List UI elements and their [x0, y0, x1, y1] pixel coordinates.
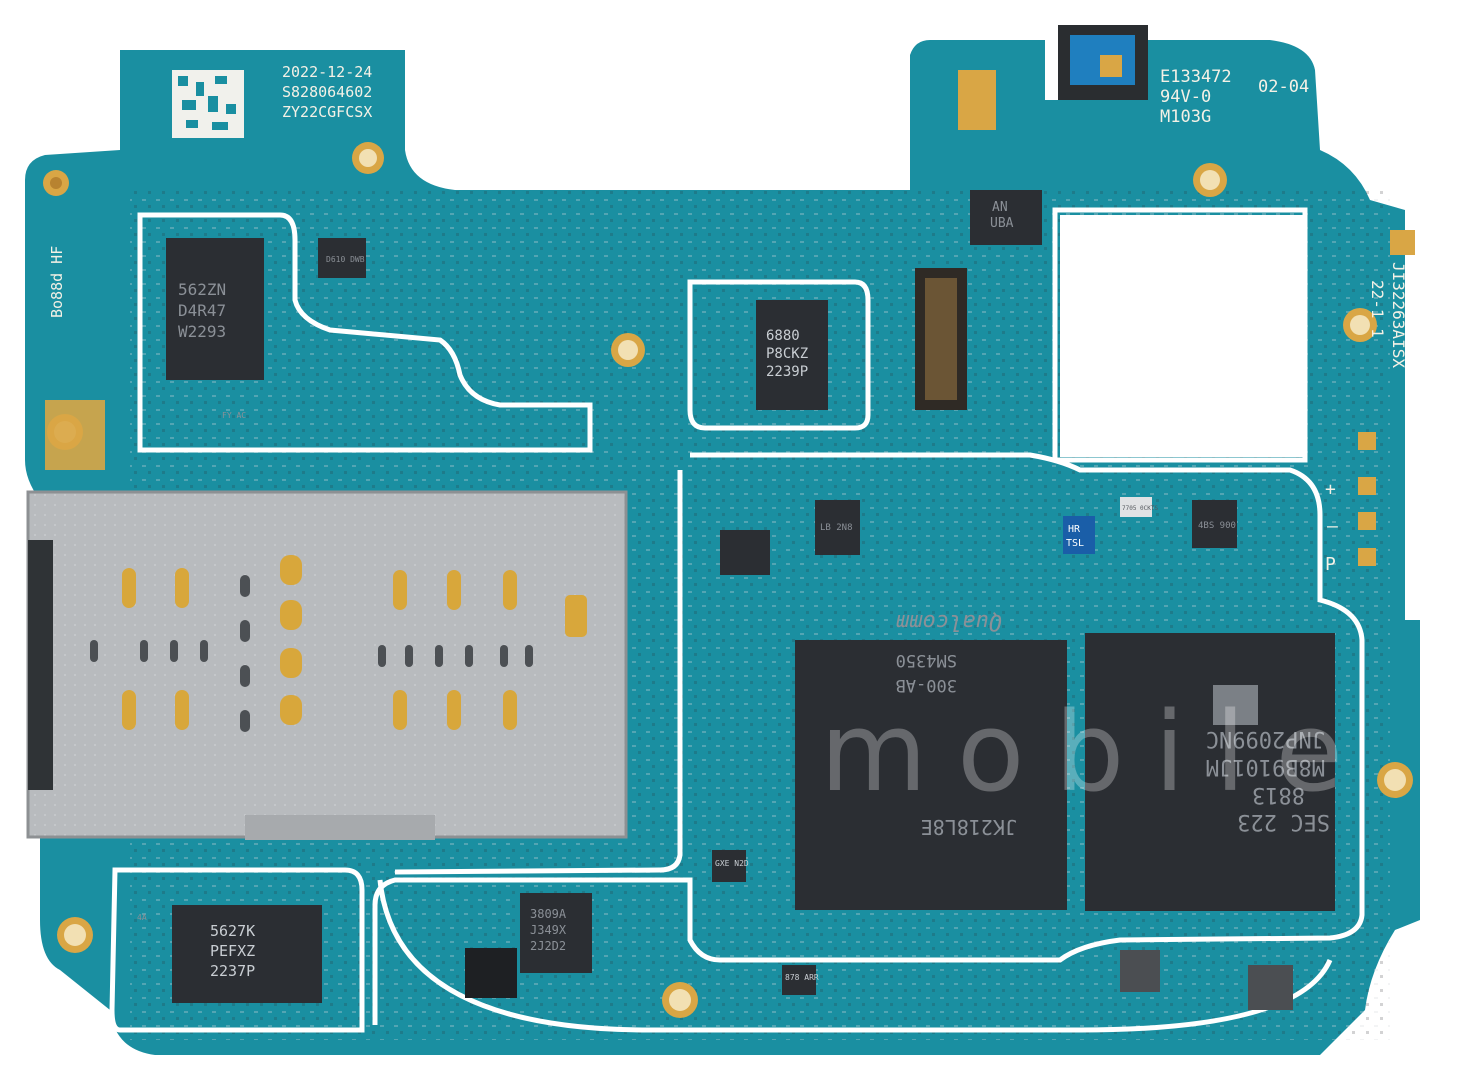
- camera-flex: [1058, 25, 1148, 100]
- tiny-label-1: 4A: [137, 913, 147, 922]
- silk-minus: –: [1327, 516, 1338, 537]
- pmic-left-line1: 562ZN: [178, 280, 226, 299]
- pmic-left-line3: W2293: [178, 322, 226, 341]
- bottom-mid-line3: 2J2D2: [530, 939, 566, 953]
- chips: [166, 190, 1335, 1010]
- sim-tray: [26, 490, 628, 840]
- soc-line3: SM4350: [896, 650, 957, 670]
- btb-connector: [915, 268, 967, 410]
- tiny-label-2: FY AC: [222, 411, 246, 420]
- ul-number: E133472: [1160, 67, 1232, 87]
- right-small-chip: [1192, 500, 1237, 548]
- ul-code: M103G: [1160, 107, 1211, 127]
- tiny-mid-label: 7705 0CKTS: [1122, 505, 1159, 512]
- right-small-label: 4BS 900: [1198, 521, 1236, 531]
- right-top-line1: AN: [992, 200, 1008, 215]
- small-left-chip: [318, 238, 366, 278]
- soc-brand: Qualcomm: [896, 609, 1002, 634]
- center-top-line3: 2239P: [766, 364, 808, 380]
- pmic-left-line2: D4R47: [178, 301, 226, 320]
- ul-rating: 94V-0: [1160, 87, 1211, 107]
- hr-line1: HR: [1068, 524, 1081, 535]
- lb-label: LB 2N8: [820, 523, 853, 533]
- bottom-left-line1: 5627K: [210, 922, 255, 940]
- ul-date: 02-04: [1258, 77, 1309, 97]
- watermark: mobile: [820, 688, 1373, 816]
- gxe-label: GXE N2D: [715, 859, 749, 868]
- barcode: [172, 70, 244, 138]
- left-edge-label: Bo88d HF: [48, 246, 66, 318]
- board-cutout: [1060, 215, 1305, 457]
- bottom-mid-chip: [520, 893, 592, 973]
- pmic-left-chip: [166, 238, 264, 380]
- lb-chip: [815, 500, 860, 555]
- arr-chip: [782, 965, 816, 995]
- right-edge-label-2: 22-1 1: [1368, 280, 1387, 338]
- right-top-line2: UBA: [990, 216, 1014, 231]
- center-top-line2: P8CKZ: [766, 346, 808, 362]
- bottom-left-line3: 2237P: [210, 962, 255, 980]
- gxe-chip: [712, 850, 746, 882]
- arr-label: 878 ARR: [785, 973, 819, 982]
- silkscreen: 2022-12-24 S828064602 ZY22CGFCSX E133472…: [48, 63, 1408, 575]
- bottom-mid-line1: 3809A: [530, 907, 567, 921]
- tiny-mid-chip: [1120, 497, 1152, 517]
- memory-chip: [1085, 633, 1335, 911]
- silk-p: P: [1325, 554, 1336, 575]
- soc-chip: [795, 640, 1067, 910]
- memory-line3: M8B9101JM: [1206, 754, 1325, 779]
- center-top-line1: 6880: [766, 328, 800, 344]
- memory-line1: SEC 223: [1237, 809, 1330, 834]
- hr-chip: [1063, 516, 1095, 554]
- right-edge-label-1: JI32263AISX: [1389, 262, 1408, 368]
- silk-plus: +: [1325, 479, 1336, 500]
- bottom-left-line2: PEFXZ: [210, 942, 255, 960]
- label-date: 2022-12-24: [282, 63, 372, 81]
- right-top-chip: [970, 190, 1042, 245]
- soc-line1: JK218L8E: [921, 815, 1017, 839]
- memory-line2: 8813: [1252, 782, 1305, 807]
- chip-labels: 562ZN D4R47 W2293 D610 DWB 6880 P8CKZ 22…: [137, 200, 1330, 982]
- memory-line4: JNP2099NC: [1206, 726, 1325, 751]
- hr-line2: TSL: [1066, 538, 1084, 549]
- small-left-label: D610 DWB: [326, 255, 365, 264]
- bottom-left-chip: [172, 905, 322, 1003]
- label-lot: ZY22CGFCSX: [282, 103, 372, 121]
- label-serial: S828064602: [282, 83, 372, 101]
- gold-pads: [45, 70, 1415, 566]
- bottom-mid-line2: J349X: [530, 923, 567, 937]
- soc-line2: 300-AB: [896, 675, 957, 695]
- center-top-chip: [756, 300, 828, 410]
